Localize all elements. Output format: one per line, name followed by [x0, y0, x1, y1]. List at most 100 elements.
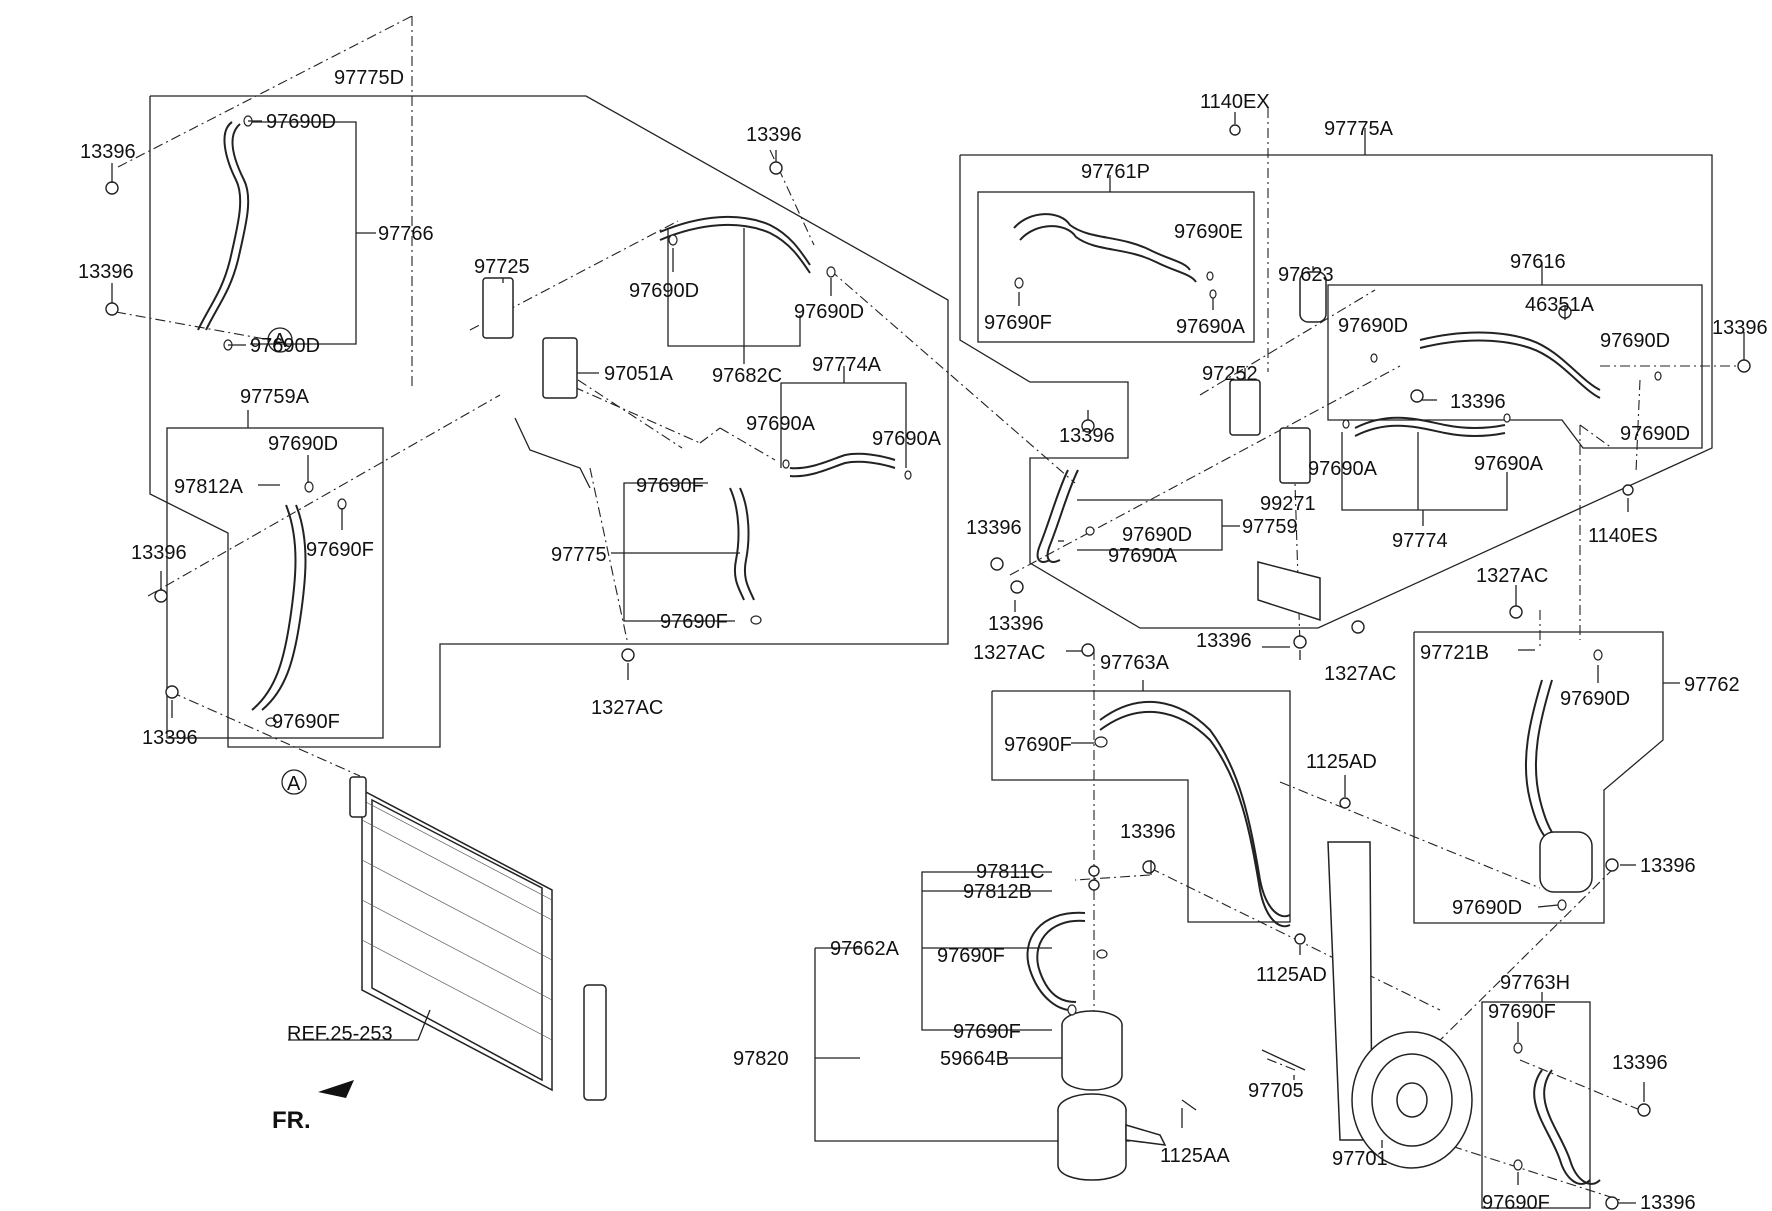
label-97775A: 97775A [1324, 118, 1394, 140]
label-97690D: 97690D [1338, 315, 1408, 337]
label-46351A: 46351A [1525, 294, 1595, 316]
drier-bracket-97820 [1057, 1093, 1167, 1181]
group-outline-97775D [149, 95, 949, 748]
hose-97775 [729, 487, 745, 601]
bracket-97759 [1077, 499, 1223, 551]
label-97774A: 97774A [812, 354, 882, 376]
label-1125AA: 1125AA [1160, 1145, 1230, 1167]
part-97725 [482, 277, 514, 339]
label-97761P: 97761P [1081, 161, 1150, 183]
expansion-valve-97051A [542, 337, 578, 399]
label-97774: 97774 [1392, 530, 1448, 552]
group-box-97763H [1481, 1001, 1591, 1209]
label-97690F: 97690F [937, 945, 1005, 967]
hose-97759A [251, 504, 297, 711]
bracket-97774 [1341, 432, 1508, 511]
ref-marker-circle-1 [267, 327, 293, 353]
label-97812A: 97812A [174, 476, 244, 498]
label-13396: 13396 [1640, 855, 1696, 877]
bracket-part [514, 417, 591, 489]
label-97690D: 97690D [794, 301, 864, 323]
label-97690F: 97690F [272, 711, 340, 733]
label-97820: 97820 [733, 1048, 789, 1070]
label-97811C: 97811C [976, 861, 1045, 883]
label-1327AC: 1327AC [591, 697, 663, 719]
leader-lines [111, 112, 1745, 1204]
group-box-97759A [166, 427, 384, 739]
label-97690F: 97690F [660, 611, 728, 633]
label-97812B: 97812B [963, 881, 1032, 903]
label-97690F: 97690F [636, 475, 704, 497]
label-97759A: 97759A [240, 386, 310, 408]
hose-97761P [1013, 213, 1191, 271]
hose-97662A [1026, 911, 1086, 1011]
label-97690D: 97690D [268, 433, 338, 455]
ref-marker-A-1: A [273, 330, 287, 352]
label-97690D: 97690D [1122, 524, 1192, 546]
ref-marker-circle-2 [281, 769, 307, 795]
label-97766: 97766 [378, 223, 434, 245]
bracket-right [1257, 561, 1321, 622]
bracket-97766 [250, 121, 357, 345]
label-13396: 13396 [1450, 391, 1506, 413]
group-box-97761P [977, 191, 1255, 343]
compressor-97701 [1327, 841, 1473, 1169]
nuts [105, 124, 1751, 1210]
group-box-97616 [1327, 284, 1703, 449]
group-box-97762 [1413, 631, 1664, 924]
part-99271 [1279, 427, 1311, 484]
part-97762-receiver [1539, 831, 1593, 893]
label-1140EX: 1140EX [1200, 91, 1270, 113]
label-97775D: 97775D [334, 67, 404, 89]
label-97690F: 97690F [306, 539, 374, 561]
label-97690A: 97690A [872, 428, 942, 450]
label-1125AD: 1125AD [1306, 751, 1377, 773]
label-97690A: 97690A [1308, 458, 1378, 480]
label-1140ES: 1140ES [1588, 525, 1658, 547]
label-97690D: 97690D [1600, 330, 1670, 352]
label-97705: 97705 [1248, 1080, 1304, 1102]
hose-97763A [1099, 700, 1291, 918]
receiver-drier-59664B [1061, 1010, 1123, 1091]
label-97721B: 97721B [1420, 642, 1489, 664]
label-97762: 97762 [1684, 674, 1740, 696]
label-97701: 97701 [1332, 1148, 1388, 1170]
label-1327AC: 1327AC [1324, 663, 1396, 685]
label-13396: 13396 [1712, 317, 1768, 339]
label-97759: 97759 [1242, 516, 1298, 538]
label-97252: 97252 [1202, 363, 1258, 385]
label-97690F: 97690F [984, 312, 1052, 334]
hose-97616 [1419, 331, 1601, 391]
label-ref-25-253: REF.25-253 [287, 1023, 393, 1045]
label-97690F: 97690F [1488, 1001, 1556, 1023]
bracket-97775 [623, 482, 735, 622]
front-arrow-icon [318, 1080, 354, 1098]
bracket-97820 [814, 948, 1130, 1142]
label-13396: 13396 [1196, 630, 1252, 652]
label-97690A: 97690A [746, 413, 816, 435]
label-13396: 13396 [78, 261, 134, 283]
label-13396: 13396 [80, 141, 136, 163]
bracket-97662A [921, 871, 1052, 1031]
label-97690D: 97690D [1620, 423, 1690, 445]
label-97690D: 97690D [250, 335, 320, 357]
condenser-ref-25-253 [349, 776, 607, 1101]
label-1327AC: 1327AC [973, 642, 1045, 664]
label-97690D: 97690D [629, 280, 699, 302]
label-13396: 13396 [966, 517, 1022, 539]
label-59664B: 59664B [940, 1048, 1009, 1070]
group-box-97763A [991, 690, 1291, 923]
bracket-97682C [667, 228, 801, 347]
label-97690F: 97690F [953, 1021, 1021, 1043]
label-13396: 13396 [746, 124, 802, 146]
label-97690E: 97690E [1174, 221, 1243, 243]
label-97775: 97775 [551, 544, 607, 566]
hose-97774 [1354, 416, 1506, 429]
label-13396: 13396 [988, 613, 1044, 635]
label-97690F: 97690F [1482, 1192, 1550, 1211]
label-13396: 13396 [142, 727, 198, 749]
label-1125AD: 1125AD [1256, 964, 1327, 986]
label-97623: 97623 [1278, 264, 1334, 286]
